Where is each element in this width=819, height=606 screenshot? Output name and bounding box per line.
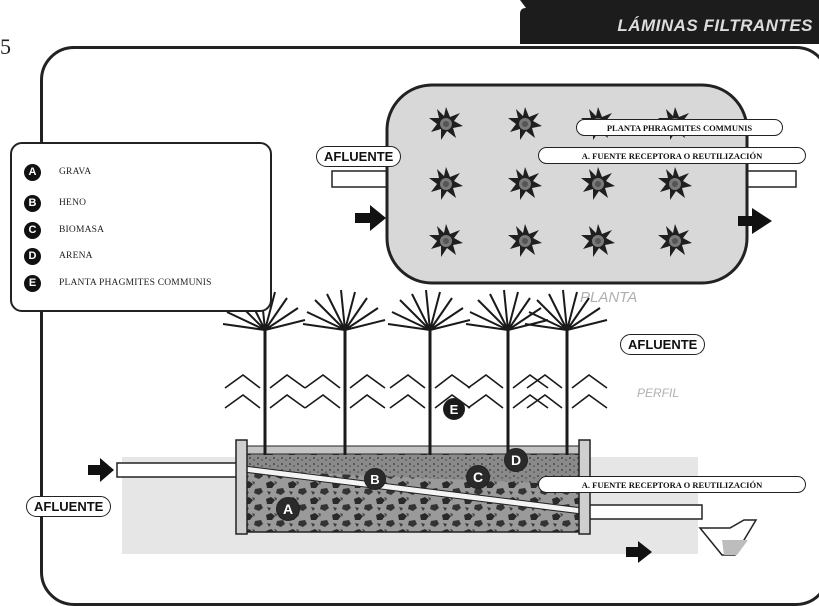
legend-label: HENO [59,198,87,208]
marker-d: D [504,448,528,472]
legend-item: D ARENA [24,246,93,266]
profile-caption: PERFIL [637,386,680,400]
section-banner: LÁMINAS FILTRANTES [520,0,819,44]
legend-badge-c: C [24,221,41,239]
legend-label: GRAVA [59,167,92,177]
plan-inflow-arrow [355,205,386,231]
legend-badge-e: E [24,274,41,292]
legend-label: PLANTA PHAGMITES COMMUNIS [59,278,212,288]
profile-outflow-arrow [626,541,652,563]
legend-item: B HENO [24,193,86,213]
legend-badge-a: A [24,163,41,181]
receptor-trough [698,519,758,556]
section-title: LÁMINAS FILTRANTES [617,16,813,35]
legend-item: C BIOMASA [24,220,104,240]
legend-label: BIOMASA [59,225,105,235]
legend-item: A GRAVA [24,162,91,182]
plan-outflow-arrow [738,208,772,234]
marker-c: C [466,465,490,489]
profile-outlet-pipe [581,504,703,520]
legend-item: E PLANTA PHAGMITES COMMUNIS [24,273,212,293]
plan-caption: PLANTA [580,289,638,306]
plan-outflow-label: A. FUENTE RECEPTORA O REUTILIZACIÓN [538,147,806,164]
profile-top-label: AFLUENTE [620,334,706,355]
legend: A GRAVA B HENO C BIOMASA D ARENA E PLANT… [10,142,272,312]
legend-badge-b: B [24,194,41,212]
biomass-layer [244,455,582,485]
profile-inlet-pipe [116,462,240,478]
profile-inflow-label: AFLUENTE [26,496,112,517]
profile-inflow-arrow [88,458,114,482]
legend-label: ARENA [59,251,93,261]
basin-wall-left [235,439,248,535]
marker-e: E [443,398,465,420]
plan-inflow-label: AFLUENTE [316,146,402,167]
marker-a: A [276,497,300,521]
profile-outflow-label: A. FUENTE RECEPTORA O REUTILIZACIÓN [538,476,806,493]
legend-badge-d: D [24,247,41,265]
marker-b: B [364,468,386,490]
banner-shape [520,0,819,44]
plan-plant-label: PLANTA PHRAGMITES COMMUNIS [576,119,783,136]
page-number: 5 [0,34,11,59]
